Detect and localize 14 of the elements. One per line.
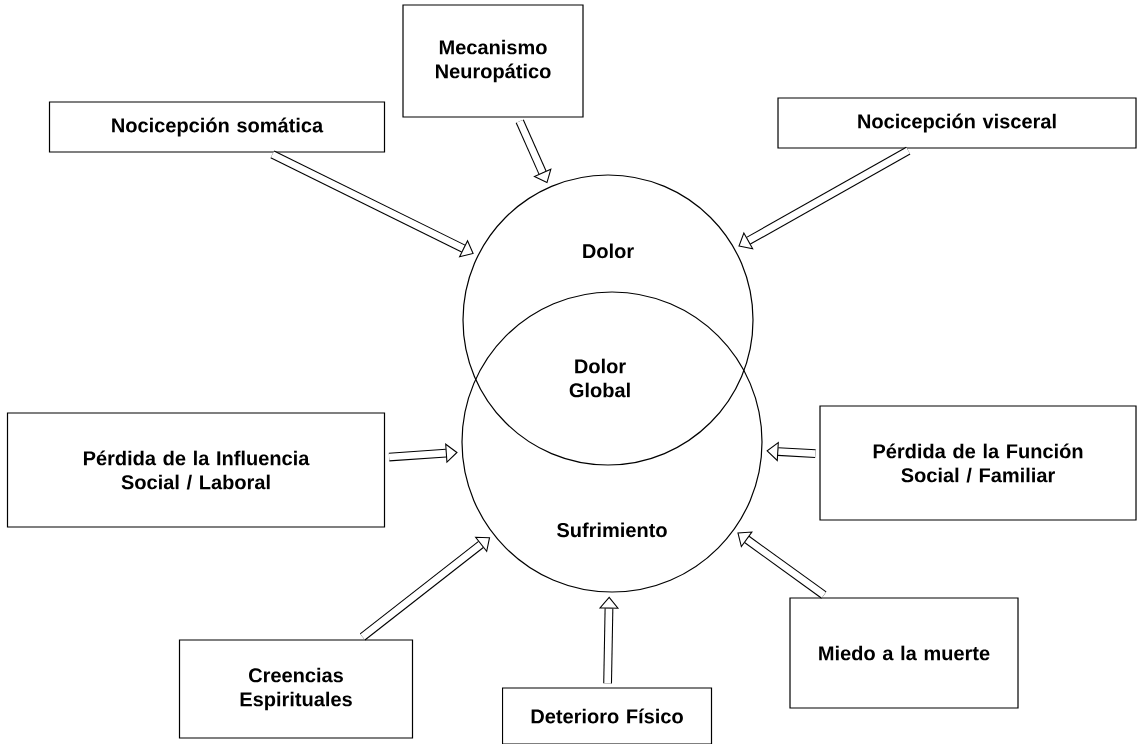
block-arrow [270, 150, 474, 258]
text-box: Creencias Espirituales [178, 639, 414, 739]
text-box: Mecanismo Neuropático [402, 4, 584, 118]
text-box: Pérdida de la Función Social / Familiar [819, 405, 1137, 521]
block-arrow [359, 536, 491, 641]
overlap-label: Dolor Global [569, 358, 630, 398]
block-arrow [737, 531, 827, 599]
text-box: Nocicepción somática [48, 101, 386, 153]
text-box: Miedo a la muerte [789, 597, 1019, 709]
text-box: Nocicepción visceral [777, 97, 1137, 149]
text-box: Deterioro Físico [501, 687, 713, 744]
text-box: Pérdida de la Influencia Social / Laboral [6, 412, 386, 528]
block-arrow [515, 119, 552, 184]
block-arrow [738, 146, 911, 250]
